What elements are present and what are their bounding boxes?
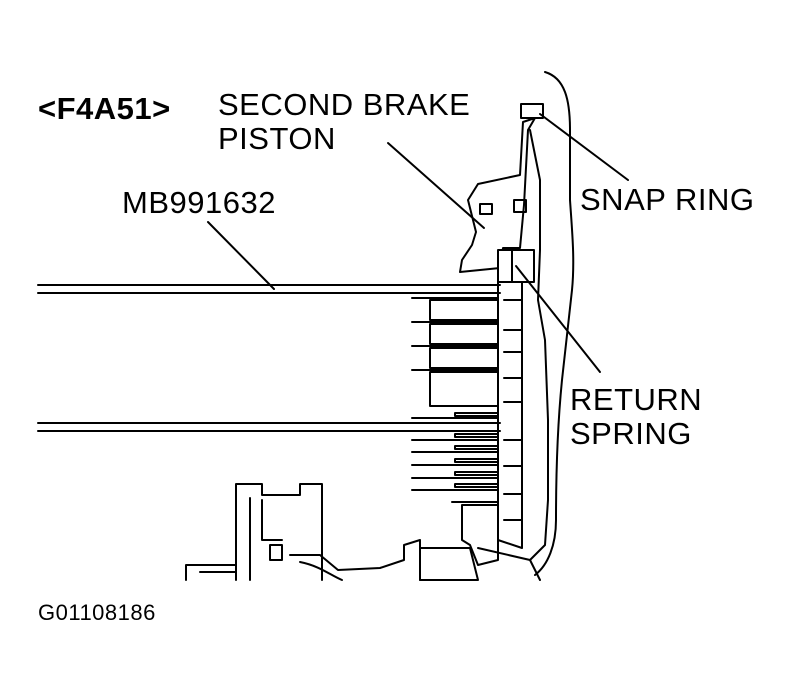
return-spring-leader — [515, 265, 601, 373]
return-spring-label-line-1: RETURN — [570, 382, 703, 417]
second-brake-piston-label-line-1: SECOND BRAKE — [218, 87, 471, 122]
special-tool-number-label: MB991632 — [122, 185, 276, 220]
return-spring-label: RETURN SPRING — [570, 383, 702, 451]
return-spring-label-line-2: SPRING — [570, 416, 692, 451]
brake-clutch-plates — [411, 297, 499, 503]
tool-number-leader — [207, 221, 275, 290]
piston-seal-groove — [479, 199, 527, 215]
transmission-model-tag: <F4A51> — [38, 91, 171, 126]
second-brake-piston-leader — [387, 142, 485, 229]
transmission-case-outer-wall — [534, 71, 575, 576]
snap-ring-label: SNAP RING — [580, 182, 755, 217]
snap-ring-part — [520, 103, 544, 119]
clutch-housing-teeth — [503, 299, 523, 521]
lower-hub-assembly — [185, 483, 541, 581]
clutch-plate-tabs — [429, 299, 499, 488]
figure-id: G01108186 — [38, 600, 156, 625]
second-brake-piston-label: SECOND BRAKE PISTON — [218, 88, 470, 156]
snap-ring-leader — [539, 113, 629, 181]
clutch-housing — [497, 281, 523, 549]
second-brake-piston-part — [459, 117, 536, 273]
transmission-case-inner-wall — [529, 129, 549, 561]
second-brake-piston-label-line-2: PISTON — [218, 121, 336, 156]
